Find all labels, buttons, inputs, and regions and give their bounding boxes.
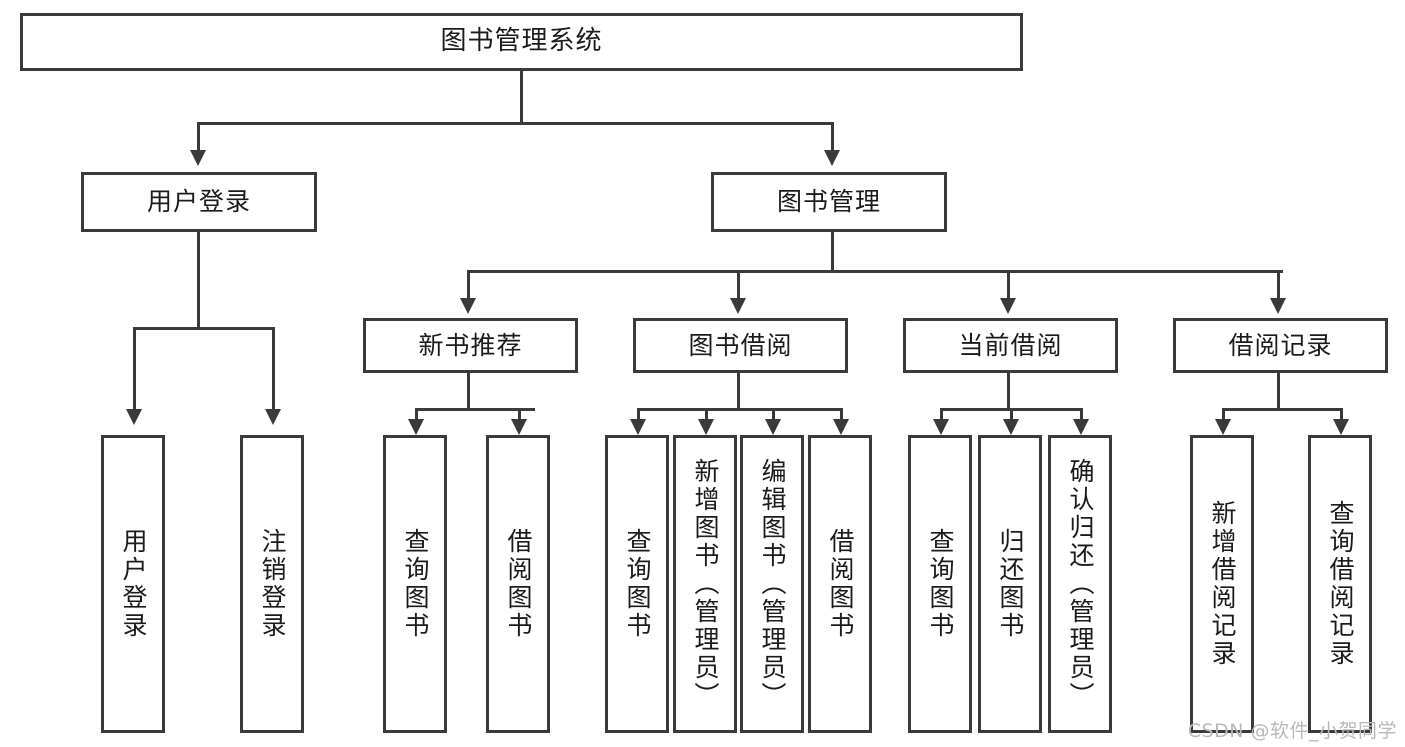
- arrow-down-icon: [1215, 419, 1231, 435]
- node-leaf-confirm-return-admin[interactable]: 确认归还（管理员）: [1048, 435, 1112, 733]
- node-leaf-edit-book-admin[interactable]: 编辑图书（管理员）: [740, 435, 804, 733]
- node-leaf-logout-login[interactable]: 注销登录: [240, 435, 304, 733]
- node-leaf-query-borrow-record[interactable]: 查询借阅记录: [1308, 435, 1372, 733]
- node-label: 新增借阅记录: [1208, 500, 1237, 668]
- node-label: 图书管理系统: [440, 26, 603, 57]
- node-label: 借阅图书: [826, 528, 855, 640]
- arrow-down-icon: [730, 298, 746, 314]
- node-leaf-borrow-book-2[interactable]: 借阅图书: [808, 435, 872, 733]
- connector-to-leaf-edit-book-admin: [772, 408, 775, 422]
- node-label: 注销登录: [258, 528, 287, 640]
- arrow-down-icon: [1333, 419, 1349, 435]
- connector-to-leaf-query-borrow-record: [1340, 408, 1343, 422]
- node-label: 查询图书: [623, 528, 652, 640]
- node-label: 图书借阅: [688, 330, 793, 360]
- connector-to-leaf-logout-login: [272, 327, 275, 411]
- connector-to-leaf-confirm-return-admin: [1080, 408, 1083, 422]
- connector-to-new-book-recommend: [467, 270, 470, 300]
- node-label: 编辑图书（管理员）: [758, 458, 787, 710]
- node-label: 查询借阅记录: [1326, 500, 1355, 668]
- node-new-book-recommend[interactable]: 新书推荐: [363, 318, 578, 373]
- arrow-down-icon: [511, 419, 527, 435]
- node-label: 确认归还（管理员）: [1066, 458, 1095, 710]
- node-leaf-query-book-3[interactable]: 查询图书: [908, 435, 972, 733]
- node-leaf-query-book-1[interactable]: 查询图书: [383, 435, 447, 733]
- node-book-management-system[interactable]: 图书管理系统: [20, 13, 1023, 71]
- node-label: 借阅图书: [504, 528, 533, 640]
- arrow-down-icon: [460, 298, 476, 314]
- node-label: 用户登录: [119, 528, 148, 640]
- connector-book-borrow-bus: [637, 408, 840, 411]
- connector-user-login-stem: [197, 232, 200, 327]
- connector-book-manage-bus: [467, 270, 1283, 273]
- arrow-down-icon: [265, 409, 281, 425]
- arrow-down-icon: [833, 419, 849, 435]
- node-user-login[interactable]: 用户登录: [81, 172, 317, 232]
- node-label: 归还图书: [996, 528, 1025, 640]
- arrow-down-icon: [1000, 298, 1016, 314]
- arrow-down-icon: [698, 419, 714, 435]
- node-leaf-query-book-2[interactable]: 查询图书: [605, 435, 669, 733]
- arrow-down-icon: [765, 419, 781, 435]
- connector-to-leaf-user-login: [133, 327, 136, 411]
- connector-borrow-record-stem: [1277, 373, 1280, 408]
- connector-root-stem: [520, 71, 523, 122]
- connector-to-leaf-query-book-2: [637, 408, 640, 422]
- connector-to-leaf-return-book: [1010, 408, 1013, 422]
- node-book-borrow[interactable]: 图书借阅: [633, 318, 848, 373]
- arrow-down-icon: [1003, 419, 1019, 435]
- connector-root-to-book-manage: [831, 122, 834, 152]
- connector-book-manage-stem: [831, 232, 834, 270]
- node-label: 当前借阅: [958, 330, 1063, 360]
- connector-to-leaf-query-book-1: [415, 408, 418, 422]
- connector-to-leaf-add-book-admin: [705, 408, 708, 422]
- arrow-down-icon: [933, 419, 949, 435]
- connector-to-current-borrow: [1007, 270, 1010, 300]
- node-leaf-add-book-admin[interactable]: 新增图书（管理员）: [673, 435, 737, 733]
- node-book-manage[interactable]: 图书管理: [711, 172, 947, 232]
- connector-new-book-recommend-bus: [415, 408, 535, 411]
- connector-to-leaf-add-borrow-record: [1222, 408, 1225, 422]
- node-label: 用户登录: [146, 187, 251, 216]
- connector-to-leaf-query-book-3: [940, 408, 943, 422]
- arrow-down-icon: [630, 419, 646, 435]
- node-label: 查询图书: [401, 528, 430, 640]
- node-label: 图书管理: [776, 187, 881, 216]
- node-label: 新书推荐: [418, 330, 523, 360]
- node-leaf-borrow-book-1[interactable]: 借阅图书: [486, 435, 550, 733]
- arrow-down-icon: [190, 150, 206, 166]
- connector-root-bus: [197, 122, 834, 125]
- connector-to-leaf-borrow-book-2: [840, 408, 843, 422]
- node-leaf-return-book[interactable]: 归还图书: [978, 435, 1042, 733]
- node-leaf-add-borrow-record[interactable]: 新增借阅记录: [1190, 435, 1254, 733]
- node-current-borrow[interactable]: 当前借阅: [903, 318, 1118, 373]
- node-leaf-user-login[interactable]: 用户登录: [101, 435, 165, 733]
- connector-book-borrow-stem: [737, 373, 740, 408]
- node-label: 查询图书: [926, 528, 955, 640]
- node-label: 新增图书（管理员）: [691, 458, 720, 710]
- node-borrow-record[interactable]: 借阅记录: [1173, 318, 1388, 373]
- connector-root-to-user-login: [197, 122, 200, 152]
- connector-user-login-bus: [133, 327, 275, 330]
- connector-borrow-record-bus: [1222, 408, 1340, 411]
- arrow-down-icon: [1073, 419, 1089, 435]
- connector-new-book-recommend-stem: [467, 373, 470, 408]
- arrow-down-icon: [824, 150, 840, 166]
- arrow-down-icon: [1270, 298, 1286, 314]
- node-label: 借阅记录: [1228, 330, 1333, 360]
- arrow-down-icon: [408, 419, 424, 435]
- connector-to-leaf-borrow-book-1: [518, 408, 521, 422]
- connector-to-book-borrow: [737, 270, 740, 300]
- connector-current-borrow-stem: [1007, 373, 1010, 408]
- arrow-down-icon: [126, 409, 142, 425]
- connector-to-borrow-record: [1277, 270, 1280, 300]
